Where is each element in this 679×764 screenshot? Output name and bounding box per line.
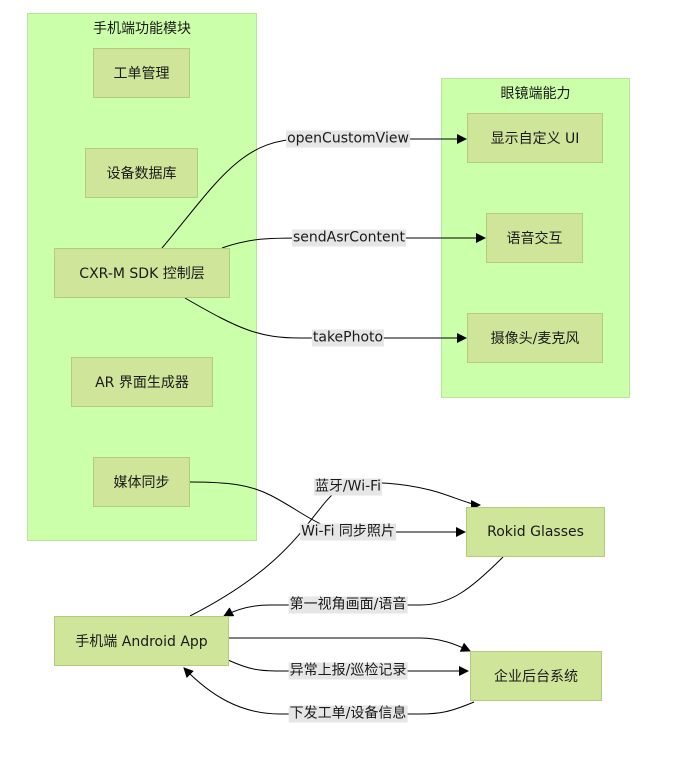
label-send-asr: sendAsrContent [292,229,406,247]
node-android-app[interactable]: 手机端 Android App [54,616,229,666]
label-first-view: 第一视角画面/语音 [288,596,408,614]
label-dispatch: 下发工单/设备信息 [288,705,408,723]
edge-take-photo [184,297,467,343]
label-report: 异常上报/巡检记录 [288,662,408,680]
label-bt-wifi: 蓝牙/Wi-Fi [313,478,383,496]
glasses-capabilities-title: 眼镜端能力 [500,86,571,102]
node-rokid-glasses[interactable]: Rokid Glasses [466,507,605,557]
node-media-sync[interactable]: 媒体同步 [93,457,190,507]
node-backend[interactable]: 企业后台系统 [470,651,602,701]
edge-first-view [223,556,504,617]
node-work-order[interactable]: 工单管理 [93,48,190,98]
edge-report [227,659,469,676]
node-ar-ui[interactable]: AR 界面生成器 [71,357,213,407]
node-device-db[interactable]: 设备数据库 [85,148,198,198]
label-wifi-sync: Wi-Fi 同步照片 [300,523,396,541]
node-camera[interactable]: 摄像头/麦克风 [467,313,603,363]
node-sdk[interactable]: CXR-M SDK 控制层 [54,248,230,298]
phone-modules-title: 手机端功能模块 [93,21,191,37]
label-open-custom-view: openCustomView [286,130,410,148]
edge-dispatch [183,667,475,715]
label-take-photo: takePhoto [311,329,385,347]
edge-app-to-backend [228,637,471,652]
node-voice[interactable]: 语音交互 [486,213,583,263]
node-custom-ui[interactable]: 显示自定义 UI [467,113,603,163]
